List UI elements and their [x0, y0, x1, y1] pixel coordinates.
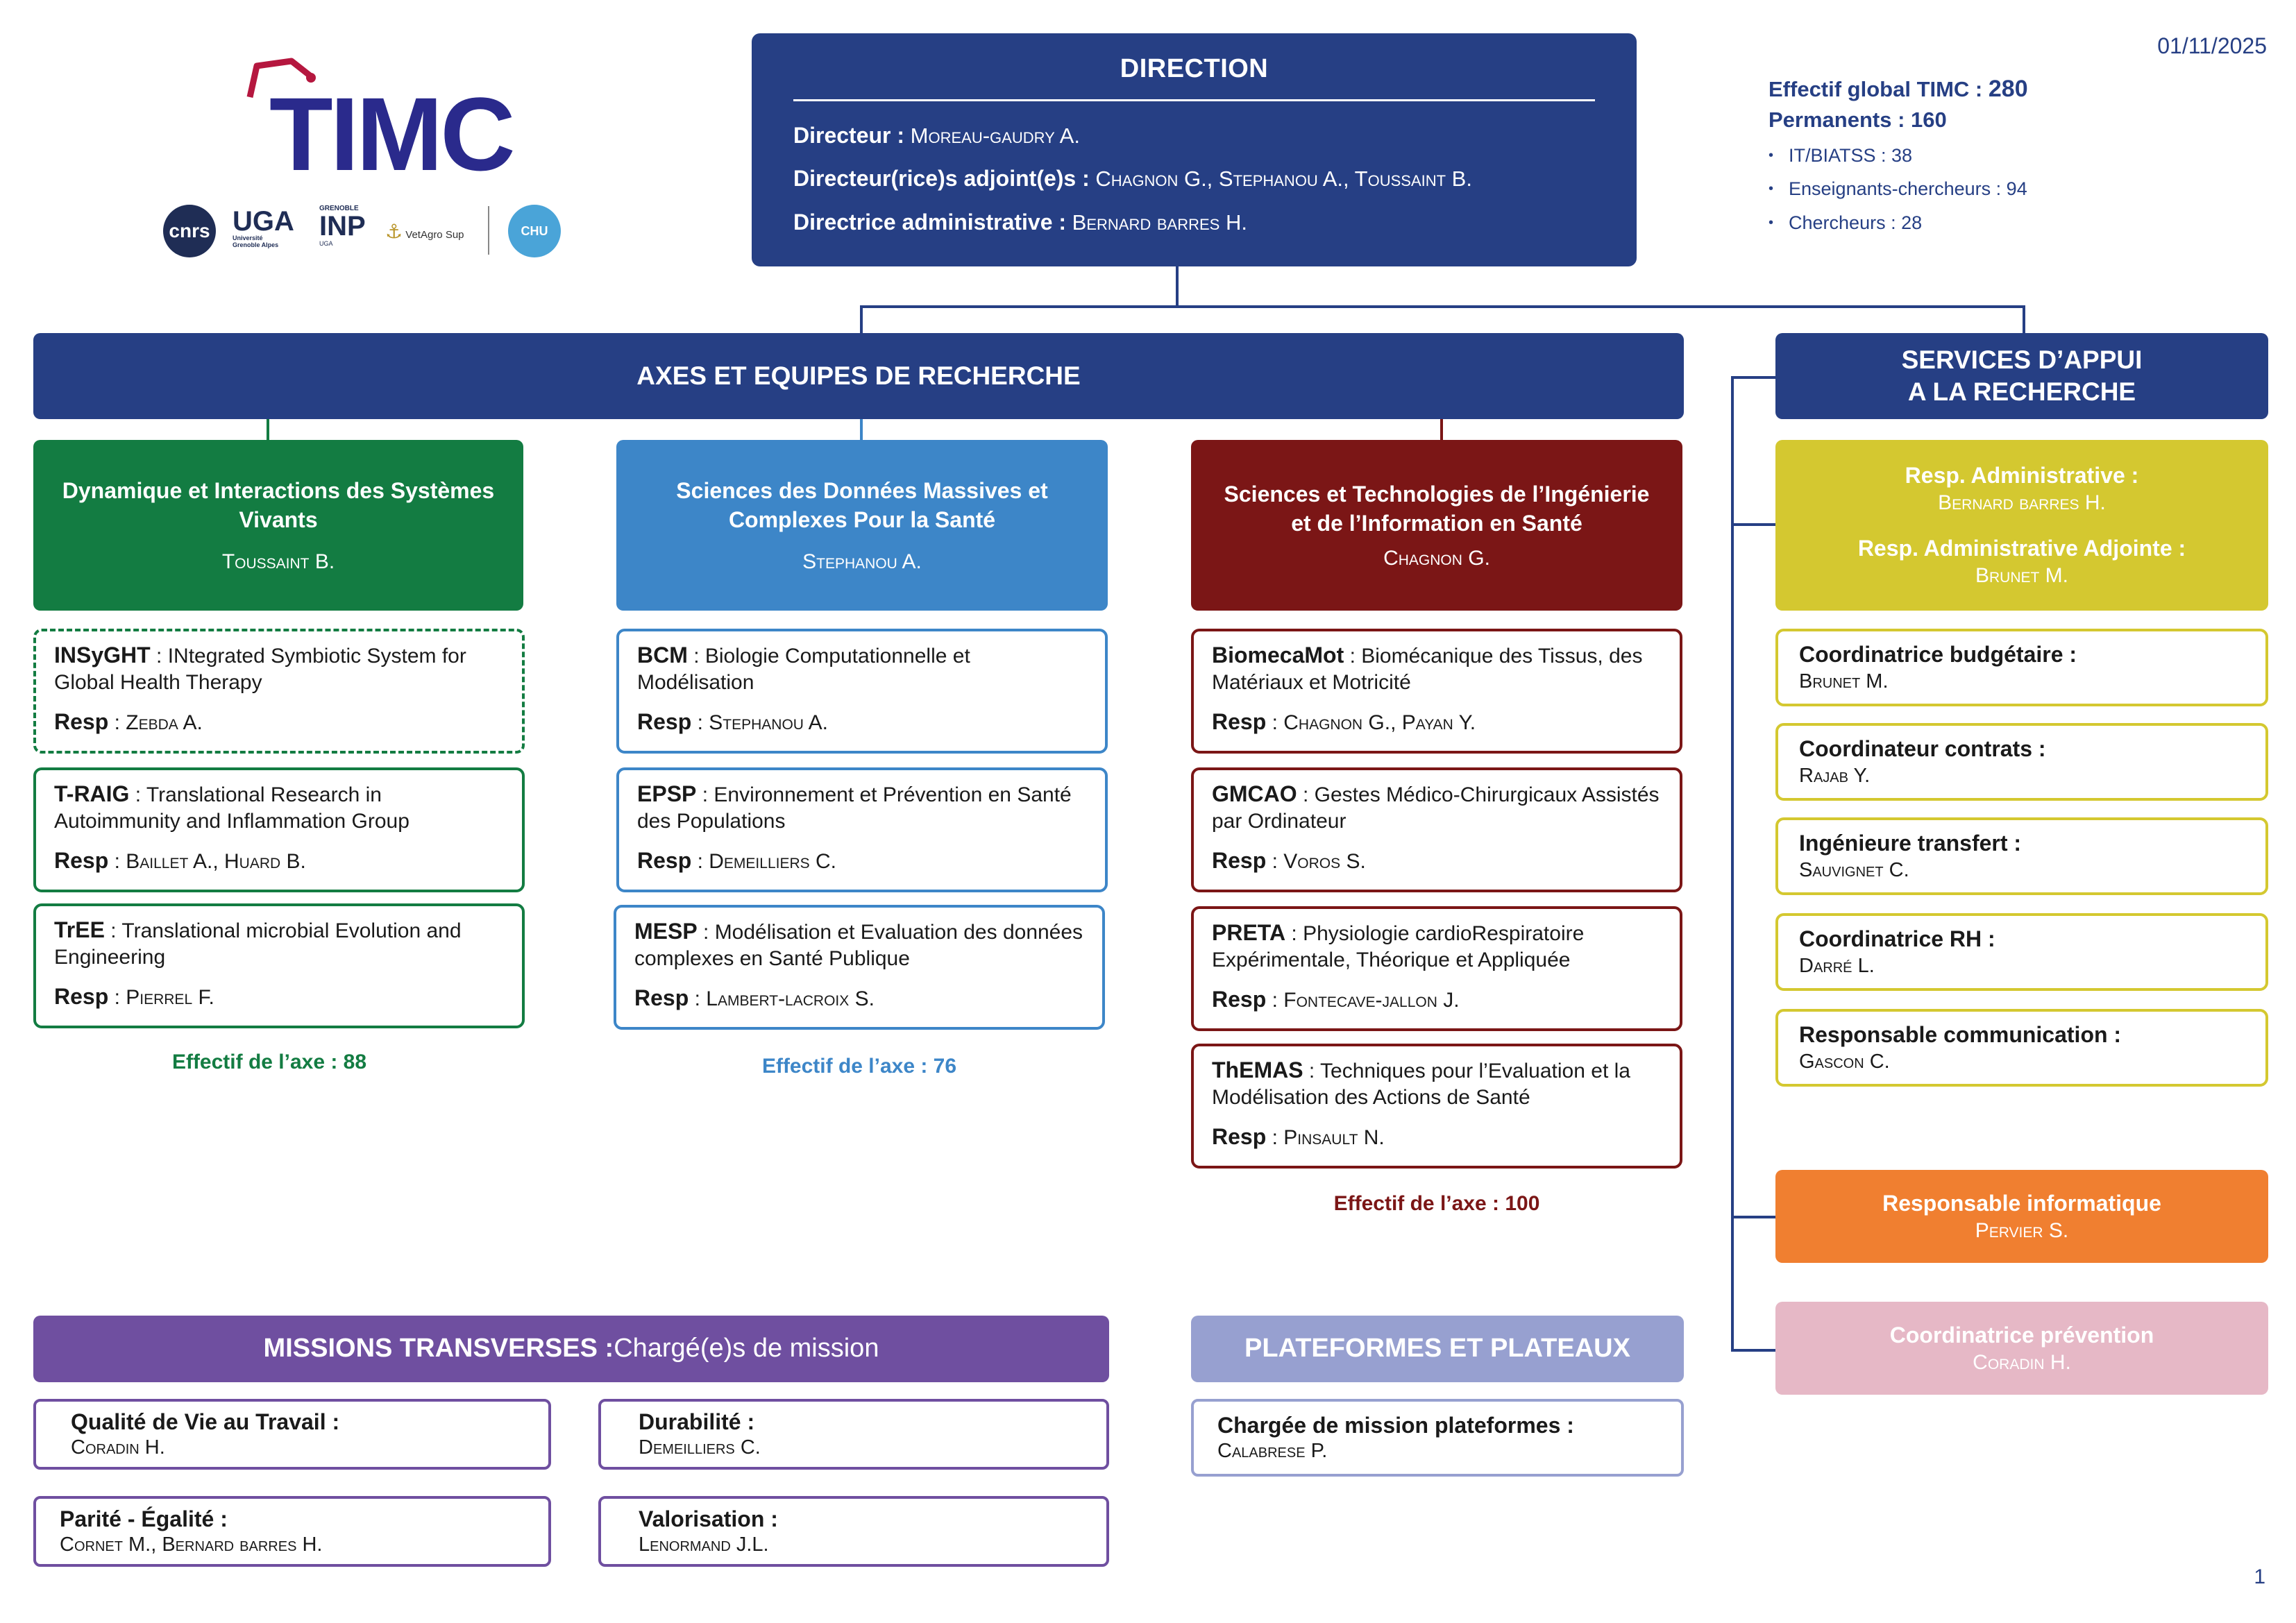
- connector-line: [1731, 376, 1734, 1350]
- team-card-bcm: BCM : Biologie Computationnelle et Modél…: [616, 629, 1108, 754]
- effectif-item: IT/BIATSS : 38: [1769, 139, 2254, 173]
- missions-transverses-bar: MISSIONS TRANSVERSES : Chargé(e)s de mis…: [33, 1316, 1109, 1382]
- axis-effectif: Effectif de l’axe : 100: [1333, 1192, 1540, 1215]
- axis-effectif: Effectif de l’axe : 88: [171, 1051, 367, 1073]
- team-card-insyght: INSyGHT : INtegrated Symbiotic System fo…: [33, 629, 525, 754]
- team-card-mesp: MESP : Modélisation et Evaluation des do…: [614, 905, 1105, 1030]
- services-appui-bar: SERVICES D’APPUI A LA RECHERCHE: [1775, 333, 2268, 419]
- connector-line: [1731, 523, 1775, 526]
- team-card-t-raig: T-RAIG : Translational Research in Autoi…: [33, 767, 525, 892]
- directeurs-adjoints-line: Directeur(rice)s adjoint(e)s : Chagnon G…: [793, 166, 1472, 192]
- effectif-panel: Effectif global TIMC : 280 Permanents : …: [1769, 74, 2254, 240]
- directeur-line: Directeur : Moreau-gaudry A.: [793, 123, 1080, 148]
- effectif-global: Effectif global TIMC : 280: [1769, 76, 2028, 102]
- vetagro-logo: ⚓ VetAgro Sup: [385, 221, 464, 242]
- axis-responsible: Chagnon G.: [1383, 546, 1490, 570]
- service-card-contrats: Coordinateur contrats :Rajab Y.: [1775, 723, 2268, 801]
- mission-card-durabilite: Durabilité :Demeilliers C.: [598, 1399, 1109, 1470]
- connector-line: [860, 305, 2025, 308]
- connector-line: [1440, 419, 1443, 440]
- team-card-themas: ThEMAS : Techniques pour l’Evaluation et…: [1191, 1044, 1682, 1169]
- plateformes-card: Chargée de mission plateformes :Calabres…: [1191, 1399, 1684, 1477]
- team-card-biomecamot: BiomecaMot : Biomécanique des Tissus, de…: [1191, 629, 1682, 754]
- cnrs-logo: cnrs: [163, 205, 216, 257]
- connector-line: [1731, 1216, 1775, 1218]
- axes-equipes-bar: AXES ET EQUIPES DE RECHERCHE: [33, 333, 1684, 419]
- effectif-item: Enseignants-chercheurs : 94: [1769, 172, 2254, 206]
- service-card-transfert: Ingénieure transfert :Sauvignet C.: [1775, 817, 2268, 895]
- connector-line: [860, 305, 863, 333]
- effectif-permanents: Permanents : 160: [1769, 107, 1947, 132]
- team-card-preta: PRETA : Physiologie cardioRespiratoire E…: [1191, 906, 1682, 1031]
- inp-logo: GRENOBLE INP UGA: [319, 205, 366, 247]
- effectif-item: Chercheurs : 28: [1769, 206, 2254, 240]
- service-card-budget: Coordinatrice budgétaire :Brunet M.: [1775, 629, 2268, 706]
- logo-separator: [488, 206, 489, 255]
- plateformes-bar: PLATEFORMES ET PLATEAUX: [1191, 1316, 1684, 1382]
- axis-responsible: Toussaint B.: [221, 550, 335, 573]
- page-number: 1: [2254, 1565, 2265, 1588]
- mission-card-qvt: Qualité de Vie au Travail :Coradin H.: [33, 1399, 551, 1470]
- service-prevention-box: Coordinatrice prévention Coradin H.: [1775, 1302, 2268, 1395]
- axis-effectif: Effectif de l’axe : 76: [761, 1055, 957, 1078]
- resp-administrative-box: Resp. Administrative : Bernard barres H.…: [1775, 440, 2268, 611]
- service-card-rh: Coordinatrice RH :Darré L.: [1775, 913, 2268, 991]
- direction-title: DIRECTION: [1120, 54, 1269, 83]
- connector-line: [267, 419, 269, 440]
- team-card-tree: TrEE : Translational microbial Evolution…: [33, 903, 525, 1028]
- axis-responsible: Stephanou A.: [802, 550, 922, 573]
- mission-card-valorisation: Valorisation :Lenormand J.L.: [598, 1496, 1109, 1567]
- uga-logo: UGA Université Grenoble Alpes: [233, 206, 294, 248]
- service-card-communication: Responsable communication :Gascon C.: [1775, 1009, 2268, 1087]
- mission-card-parite: Parité - Égalité :Cornet M., Bernard bar…: [33, 1496, 551, 1567]
- effectif-breakdown: IT/BIATSS : 38 Enseignants-chercheurs : …: [1769, 139, 2254, 240]
- partner-logos: cnrs UGA Université Grenoble Alpes GRENO…: [163, 205, 566, 260]
- connector-line: [1731, 376, 1775, 379]
- timc-logo-text: TIMC: [269, 76, 516, 192]
- team-card-epsp: EPSP : Environnement et Prévention en Sa…: [616, 767, 1108, 892]
- connector-line: [1176, 266, 1179, 307]
- document-date: 01/11/2025: [2157, 33, 2267, 58]
- direction-box: DIRECTION Directeur : Moreau-gaudry A. D…: [752, 33, 1637, 266]
- connector-line: [1731, 1349, 1775, 1352]
- axis-header-sciences-technologies: Sciences et Technologies de l’Ingénierie…: [1191, 440, 1682, 611]
- timc-logo: [236, 56, 486, 205]
- direction-divider: [793, 99, 1595, 101]
- directrice-administrative-line: Directrice administrative : Bernard barr…: [793, 209, 1247, 235]
- axis-header-sciences-donnees: Sciences des Données Massives et Complex…: [616, 440, 1108, 611]
- chu-logo: CHU: [508, 205, 561, 257]
- connector-line: [2023, 305, 2025, 333]
- service-informatique-box: Responsable informatique Pervier S.: [1775, 1170, 2268, 1263]
- team-card-gmcao: GMCAO : Gestes Médico-Chirurgicaux Assis…: [1191, 767, 1682, 892]
- connector-line: [860, 419, 863, 440]
- axis-header-dynamique: Dynamique et Interactions des Systèmes V…: [33, 440, 523, 611]
